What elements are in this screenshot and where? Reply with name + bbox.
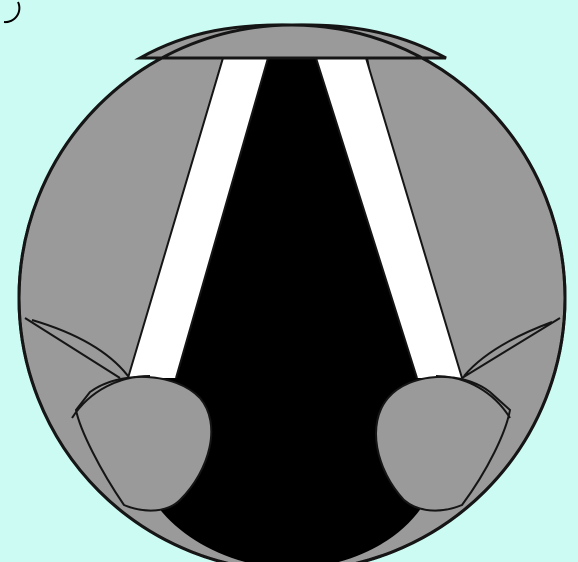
top-left-partial-circle xyxy=(4,2,19,22)
top-cap-segment xyxy=(140,25,446,58)
right-rounded-lobe xyxy=(376,377,510,511)
